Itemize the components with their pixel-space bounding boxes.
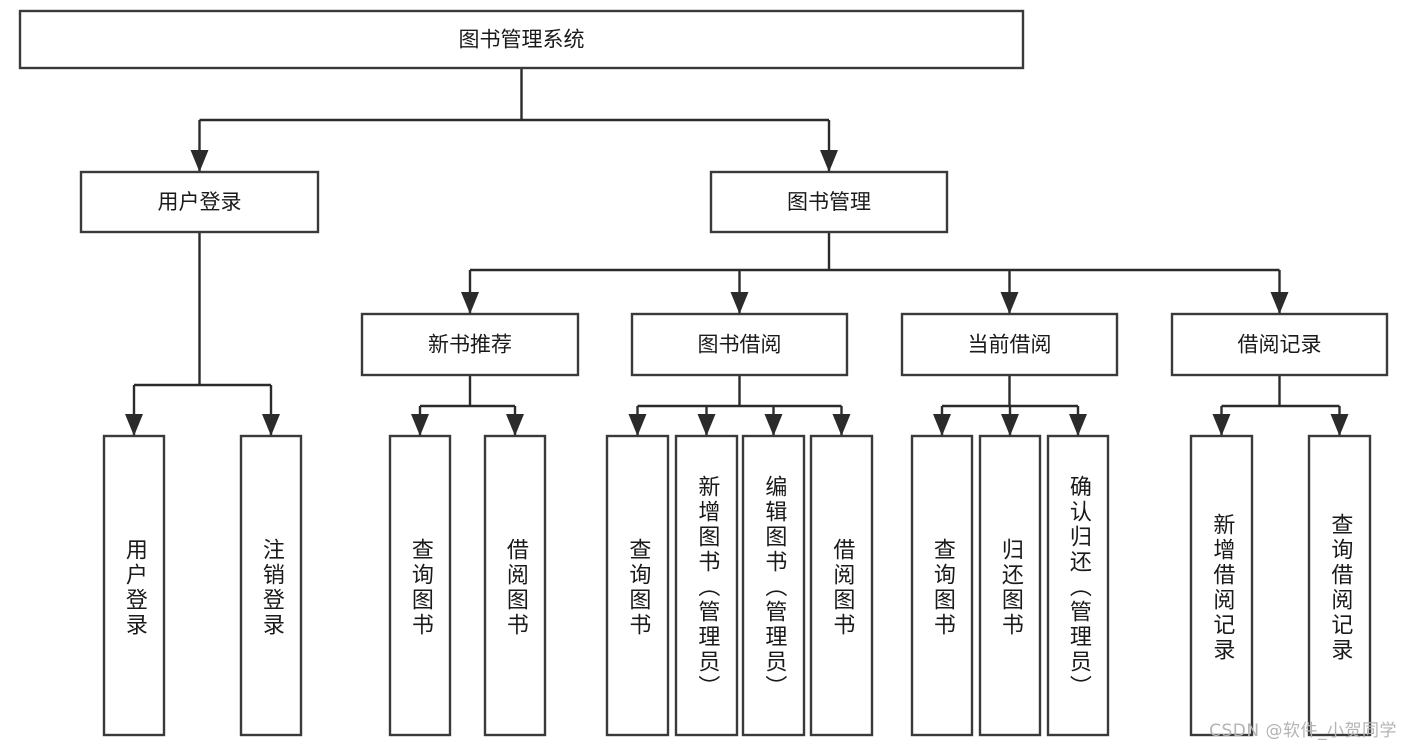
level2-node-label: 图书管理 (787, 190, 871, 214)
arrow-head-icon (1270, 292, 1289, 314)
leaf-node-box[interactable] (674, 434, 739, 737)
leaf-node-box[interactable] (910, 434, 974, 737)
level3-node-box[interactable] (1170, 312, 1389, 377)
leaf-node-box[interactable] (239, 434, 303, 737)
node-boxes (18, 9, 1389, 737)
level2-node-label: 用户登录 (158, 190, 242, 214)
level3-node-box[interactable] (360, 312, 580, 377)
arrow-head-icon (1069, 414, 1087, 436)
leaf-node-box[interactable] (1189, 434, 1254, 737)
root-node-label: 图书管理系统 (459, 28, 585, 52)
level3-node-label: 当前借阅 (968, 333, 1052, 357)
leaf-node-box[interactable] (605, 434, 670, 737)
arrow-head-icon (190, 150, 209, 172)
arrow-head-icon (832, 414, 851, 436)
leaf-node-box[interactable] (483, 434, 547, 737)
leaf-node-box[interactable] (102, 434, 166, 737)
level3-node-label: 借阅记录 (1238, 333, 1322, 357)
arrow-head-icon (820, 150, 838, 172)
arrow-head-icon (933, 414, 951, 436)
level2-node-box[interactable] (709, 170, 949, 234)
arrow-head-icon (764, 414, 783, 436)
watermark: CSDN @软件_小贺同学 (1209, 721, 1397, 741)
level3-node-box[interactable] (900, 312, 1119, 377)
arrow-head-icon (506, 414, 524, 436)
root-node-box[interactable] (18, 9, 1025, 70)
level3-node-label: 新书推荐 (428, 333, 512, 357)
arrow-head-icon (697, 414, 716, 436)
leaf-node-box[interactable] (388, 434, 452, 737)
arrow-head-icon (411, 414, 429, 436)
arrow-head-icon (1001, 414, 1019, 436)
arrow-head-icon (1212, 414, 1231, 436)
arrow-head-icon (125, 414, 143, 436)
level2-node-box[interactable] (79, 170, 320, 234)
leaf-node-box[interactable] (1046, 434, 1110, 737)
arrow-head-icon (1000, 292, 1019, 314)
level3-node-box[interactable] (630, 312, 849, 377)
arrow-head-icon (1330, 414, 1349, 436)
arrow-head-icon (730, 292, 749, 314)
arrow-head-icon (262, 414, 280, 436)
leaf-node-box[interactable] (978, 434, 1042, 737)
arrow-head-icon (628, 414, 647, 436)
leaf-node-box[interactable] (1307, 434, 1372, 737)
connector-lines (125, 68, 1349, 436)
leaf-node-box[interactable] (741, 434, 806, 737)
arrow-head-icon (461, 292, 479, 314)
level3-node-label: 图书借阅 (698, 333, 782, 357)
leaf-node-box[interactable] (809, 434, 874, 737)
